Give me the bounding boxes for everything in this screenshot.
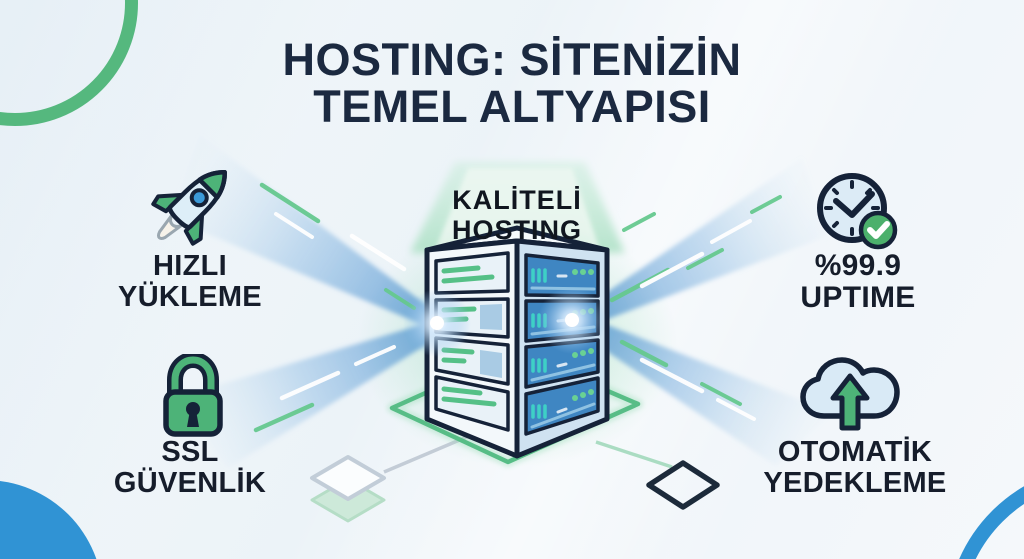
fast-loading-line-1: HIZLI xyxy=(153,250,227,282)
uptime-line-1: %99.9 xyxy=(814,249,902,282)
backup-line-1: OTOMATİK xyxy=(777,436,933,468)
outline-diamond-icon xyxy=(646,460,720,510)
feature-label-ssl-security: SSL GÜVENLİK xyxy=(80,436,300,500)
clock-check-icon xyxy=(817,173,898,250)
stacked-diamond-icon xyxy=(310,455,386,523)
quality-hosting-line-2: HOSTING xyxy=(451,215,582,246)
quality-hosting-label: KALİTELİ HOSTING xyxy=(392,185,642,245)
ssl-line-2: GÜVENLİK xyxy=(113,467,267,500)
rocket-icon xyxy=(151,170,227,246)
backup-line-2: YEDEKLEME xyxy=(763,467,947,500)
fast-loading-line-2: YÜKLEME xyxy=(118,281,262,314)
ssl-line-1: SSL xyxy=(161,436,219,468)
quality-hosting-line-1: KALİTELİ xyxy=(452,185,582,215)
uptime-line-2: UPTIME xyxy=(800,281,916,315)
page-title: HOSTING: SİTENİZİN TEMEL ALTYAPISI xyxy=(0,36,1024,131)
feature-label-auto-backup: OTOMATİK YEDEKLEME xyxy=(740,436,970,500)
title-line-2: TEMEL ALTYAPISI xyxy=(313,81,711,133)
feature-label-fast-loading: HIZLI YÜKLEME xyxy=(75,250,305,314)
network-nodes xyxy=(310,423,720,523)
beam-streaks xyxy=(253,182,782,433)
padlock-icon xyxy=(163,354,223,437)
beam-flares xyxy=(403,286,606,357)
cloud-upload-icon xyxy=(800,357,900,431)
title-line-1: HOSTING: SİTENİZİN xyxy=(282,34,742,85)
feature-label-uptime: %99.9 UPTIME xyxy=(748,249,968,315)
